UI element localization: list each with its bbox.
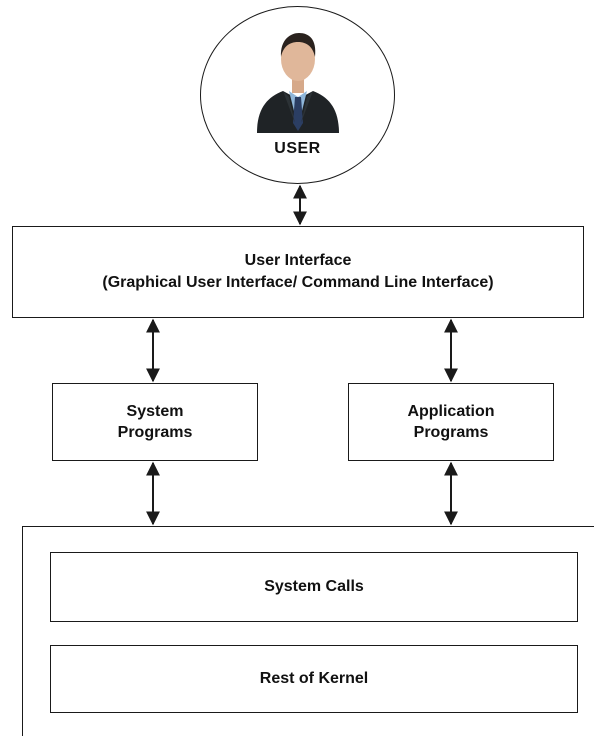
system-programs-box: System Programs — [52, 383, 258, 461]
application-programs-line2: Programs — [413, 424, 489, 441]
user-interface-box: User Interface (Graphical User Interface… — [12, 226, 584, 318]
user-node: USER — [200, 6, 395, 184]
user-interface-subtitle: (Graphical User Interface/ Command Line … — [102, 274, 494, 291]
system-programs-line1: System — [126, 403, 184, 420]
user-label: USER — [274, 140, 321, 157]
system-programs-line2: Programs — [117, 424, 193, 441]
system-calls-label: System Calls — [264, 578, 364, 595]
rest-of-kernel-box: Rest of Kernel — [50, 645, 578, 713]
kernel-frame — [22, 526, 594, 736]
application-programs-box: Application Programs — [348, 383, 554, 461]
rest-of-kernel-label: Rest of Kernel — [259, 670, 369, 687]
application-programs-line1: Application — [407, 403, 495, 420]
businessman-icon — [257, 33, 339, 133]
system-calls-box: System Calls — [50, 552, 578, 622]
user-interface-title: User Interface — [244, 252, 352, 269]
